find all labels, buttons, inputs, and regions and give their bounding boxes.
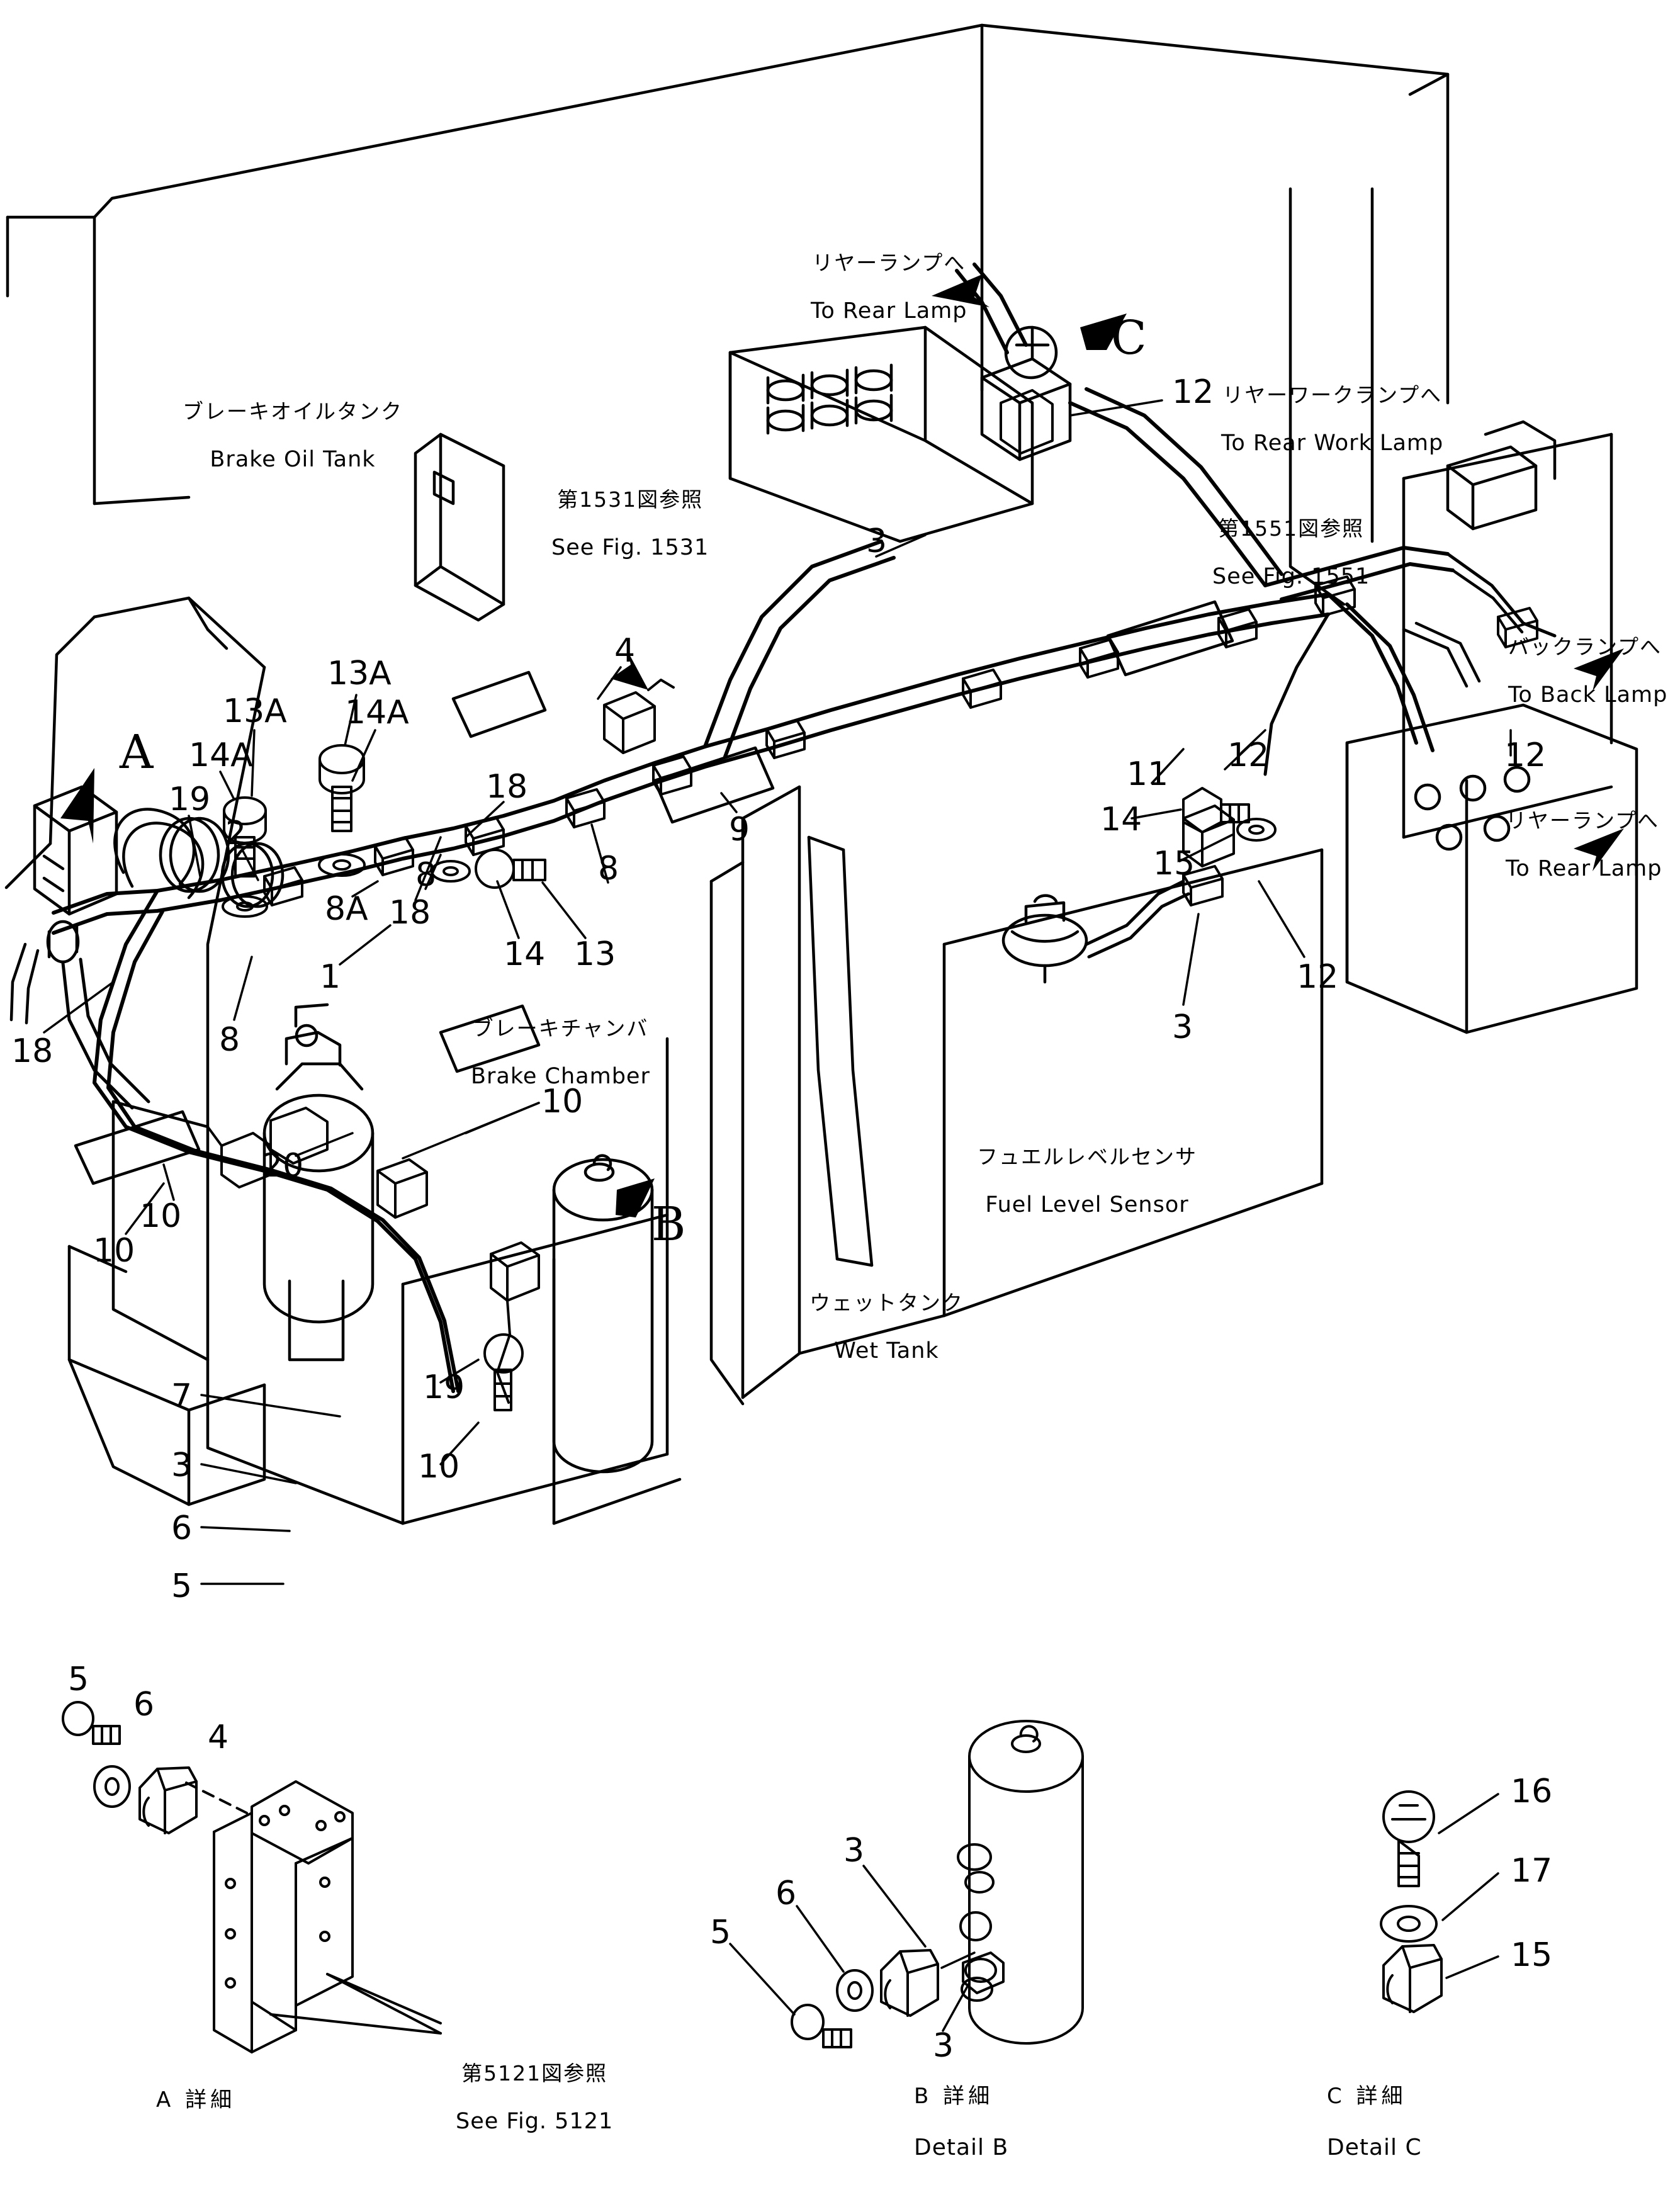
callout-6-low: 6: [171, 1510, 193, 1547]
callout-20: 20: [262, 1147, 304, 1185]
section-marker-a: A: [120, 725, 154, 779]
callout-10-b: 10: [140, 1197, 182, 1235]
callout-8-b: 8: [598, 850, 619, 888]
callout-18-a: 18: [486, 768, 528, 806]
callout-11: 11: [1127, 755, 1169, 793]
annotation-en: To Back Lamp: [1508, 682, 1668, 708]
annotation-en: To Rear Work Lamp: [1221, 430, 1444, 456]
callout-10-a: 10: [541, 1083, 583, 1121]
detail-c-callout-16: 16: [1511, 1773, 1553, 1810]
detail-b-callout-5: 5: [710, 1914, 731, 1951]
callout-18-left: 18: [11, 1032, 54, 1070]
annotation-see-fig-1531: 第1531図参照 See Fig. 1531: [551, 465, 709, 584]
detail-c-callout-17: 17: [1511, 1852, 1553, 1890]
callout-12-mid: 12: [1227, 737, 1270, 774]
annotation-see-fig-1551: 第1551図参照 See Fig. 1551: [1212, 494, 1370, 613]
callout-14-a: 14: [504, 935, 546, 973]
detail-b-callout-6: 6: [775, 1875, 797, 1912]
detail-a-callout-4: 4: [208, 1719, 229, 1756]
callout-13-a: 13: [574, 935, 616, 973]
annotation-jp: リヤーランプへ: [1506, 808, 1660, 833]
callout-3-r: 3: [1172, 1008, 1193, 1046]
annotation-fuel-level-sensor: フュエルレベルセンサ Fuel Level Sensor: [977, 1122, 1197, 1241]
annotation-jp: ウェットタンク: [809, 1290, 964, 1315]
detail-a-title: A 詳細: [156, 2064, 235, 2162]
callout-3-top: 3: [866, 522, 888, 560]
annotation-brake-chamber: ブレーキチャンバ Brake Chamber: [471, 993, 650, 1112]
annotation-en: Brake Oil Tank: [210, 446, 376, 472]
callout-9: 9: [729, 811, 750, 849]
detail-b-title: B 詳細 Detail B: [914, 2060, 1008, 2185]
annotation-jp: ブレーキオイルタンク: [183, 398, 403, 424]
callout-3-low: 3: [171, 1447, 193, 1484]
detail-b-callout-3-bot: 3: [933, 2027, 954, 2065]
callout-19-low: 19: [423, 1369, 465, 1406]
annotation-to-rear-work-lamp: リヤーワークランプへ To Rear Work Lamp: [1221, 360, 1443, 479]
callout-10-c: 10: [93, 1232, 135, 1270]
callout-12-top: 12: [1172, 373, 1214, 411]
callout-4: 4: [614, 632, 636, 670]
detail-b-title-jp: B 詳細: [914, 2084, 994, 2109]
annotation-en: Wet Tank: [834, 1338, 939, 1364]
annotation-to-rear-lamp-top: リヤーランプへ To Rear Lamp: [811, 228, 967, 347]
detail-c-title: C 詳細 Detail C: [1327, 2060, 1422, 2185]
callout-19-top: 19: [169, 781, 211, 818]
callout-8-c: 8: [219, 1021, 240, 1059]
callout-1: 1: [320, 958, 341, 996]
callout-7: 7: [171, 1377, 193, 1415]
callout-13a-1: 13A: [327, 655, 392, 692]
detail-b-callout-3-top: 3: [843, 1832, 865, 1870]
detail-b-title-en: Detail B: [914, 2134, 1009, 2160]
callout-5-low: 5: [171, 1567, 193, 1605]
annotation-en: Brake Chamber: [471, 1063, 650, 1089]
detail-c-callout-15: 15: [1511, 1936, 1553, 1974]
annotation-jp: リヤーワークランプへ: [1222, 382, 1443, 407]
annotation-brake-oil-tank: ブレーキオイルタンク Brake Oil Tank: [183, 376, 403, 495]
annotation-to-back-lamp: バックランプへ To Back Lamp: [1508, 612, 1667, 731]
callout-8a: 8A: [325, 890, 368, 928]
annotation-jp: 第1531図参照: [557, 487, 704, 512]
section-marker-c: C: [1111, 311, 1147, 365]
annotation-to-rear-lamp-right: リヤーランプへ To Rear Lamp: [1506, 786, 1662, 905]
annotation-jp: フュエルレベルセンサ: [977, 1144, 1197, 1169]
annotation-en: See Fig. 1551: [1212, 563, 1370, 589]
callout-2: 2: [225, 815, 247, 852]
annotation-see-fig-5121: 第5121図参照 See Fig. 5121: [456, 2038, 613, 2157]
annotation-en: See Fig. 5121: [456, 2108, 614, 2134]
callout-18-b: 18: [389, 894, 431, 932]
annotation-jp: バックランプへ: [1508, 634, 1662, 659]
annotation-jp: リヤーランプへ: [812, 250, 966, 275]
callout-14a-2: 14A: [189, 737, 253, 774]
annotation-jp: 第1551図参照: [1218, 516, 1365, 541]
detail-c-title-jp: C 詳細: [1327, 2084, 1407, 2109]
callout-15-r: 15: [1153, 845, 1195, 883]
callout-14-r: 14: [1100, 801, 1142, 838]
annotation-wet-tank: ウェットタンク Wet Tank: [809, 1268, 964, 1387]
callout-10-d: 10: [418, 1448, 460, 1486]
callout-12-low: 12: [1297, 958, 1339, 996]
annotation-jp: ブレーキチャンバ: [472, 1015, 649, 1041]
callout-13a-2: 13A: [223, 692, 287, 730]
detail-a-title-jp: A 詳細: [156, 2087, 236, 2113]
detail-a-callout-6: 6: [133, 1686, 155, 1724]
callout-14a-1: 14A: [345, 694, 409, 731]
annotation-en: To Rear Lamp: [811, 298, 967, 324]
annotation-en: To Rear Lamp: [1506, 855, 1662, 881]
callout-8-a: 8: [415, 856, 437, 894]
detail-c-title-en: Detail C: [1327, 2134, 1422, 2160]
detail-a-callout-5: 5: [68, 1661, 89, 1698]
annotation-en: Fuel Level Sensor: [985, 1192, 1189, 1217]
callout-12-right: 12: [1504, 737, 1547, 774]
annotation-jp: 第5121図参照: [461, 2060, 608, 2086]
section-marker-b: B: [651, 1197, 686, 1251]
annotation-en: See Fig. 1531: [551, 534, 709, 560]
